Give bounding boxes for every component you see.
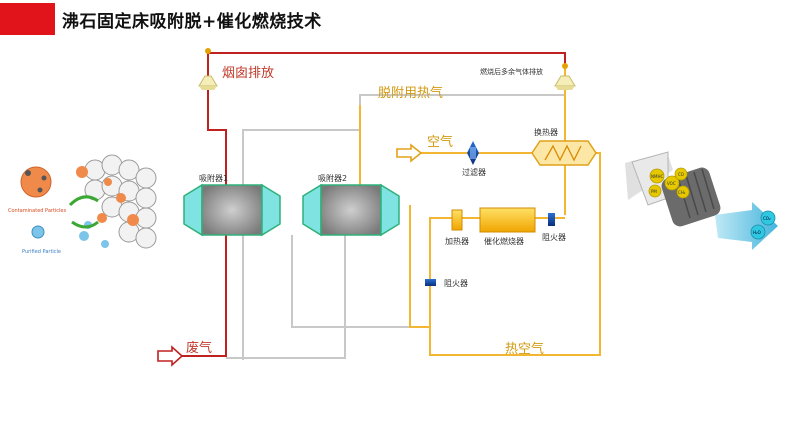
page-title: 沸石固定床吸附脱+催化燃烧技术 bbox=[62, 12, 322, 32]
adsorber-2 bbox=[302, 183, 400, 237]
label-filter: 过滤器 bbox=[462, 167, 486, 177]
label-desorption-hot-gas: 脱附用热气 bbox=[378, 85, 443, 101]
stack-top-dot bbox=[205, 48, 211, 54]
flame-arrester-right bbox=[548, 213, 555, 226]
smoke-stack-icon bbox=[198, 75, 218, 90]
label-catalytic-combustor: 催化燃烧器 bbox=[484, 236, 524, 246]
label-co: CO bbox=[678, 172, 684, 177]
label-post-combustion-exhaust: 燃烧后多余气体排放 bbox=[480, 67, 543, 76]
title-accent bbox=[0, 3, 55, 35]
gray-line-bottom bbox=[226, 235, 346, 359]
exhaust-funnel-icon bbox=[554, 75, 576, 90]
label-waste-gas: 废气 bbox=[186, 340, 212, 356]
label-ch4: CH₄ bbox=[678, 190, 686, 195]
label-adsorber-2: 吸附器2 bbox=[318, 173, 347, 183]
yellow-adsorber2-out bbox=[409, 205, 430, 328]
filter-icon bbox=[467, 141, 479, 165]
purified-particle-icon bbox=[31, 225, 45, 239]
yellow-hot-air-loop bbox=[429, 152, 601, 356]
label-adsorber-1: 吸附器1 bbox=[199, 173, 228, 183]
catalytic-converter-illustration: NMHC PM VOC CO CH₄ CO₂ H₂O bbox=[625, 151, 778, 250]
heat-exchanger bbox=[531, 140, 597, 166]
exhaust-dot bbox=[562, 63, 568, 69]
label-voc: VOC bbox=[667, 181, 676, 186]
green-arrow-icon bbox=[68, 195, 99, 207]
label-air: 空气 bbox=[427, 134, 453, 150]
green-arrow-icon-2 bbox=[71, 220, 99, 229]
title-bar: 沸石固定床吸附脱+催化燃烧技术 bbox=[0, 0, 800, 38]
waste-gas-inlet-arrow bbox=[157, 345, 184, 367]
label-smoke-exhaust: 烟囱排放 bbox=[222, 66, 274, 81]
catalyst-block-icon bbox=[661, 167, 721, 227]
label-h2o: H₂O bbox=[753, 230, 761, 235]
label-flame-arrester-right: 阻火器 bbox=[542, 233, 566, 242]
label-hot-air: 热空气 bbox=[505, 341, 544, 357]
label-heater: 加热器 bbox=[445, 236, 469, 246]
gray-line-mid bbox=[291, 235, 410, 328]
label-heat-exchanger: 换热器 bbox=[534, 127, 558, 137]
label-pm: PM bbox=[651, 189, 657, 194]
adsorber-1 bbox=[183, 183, 281, 237]
zeolite-adsorption-illustration: Contaminated Particles Purified Particle bbox=[8, 154, 157, 255]
label-purified: Purified Particle bbox=[22, 249, 61, 255]
label-nmhc: NMHC bbox=[651, 174, 663, 179]
label-flame-arrester-mid: 阻火器 bbox=[444, 279, 468, 288]
heater bbox=[451, 209, 463, 231]
catalytic-combustor bbox=[479, 207, 536, 233]
outlet-arrow-icon bbox=[715, 202, 778, 250]
flame-arrester-mid bbox=[425, 279, 436, 286]
label-contaminated: Contaminated Particles bbox=[8, 208, 67, 214]
red-waste-line bbox=[175, 53, 227, 357]
label-co2: CO₂ bbox=[763, 216, 771, 221]
air-inlet-arrow bbox=[396, 143, 423, 163]
